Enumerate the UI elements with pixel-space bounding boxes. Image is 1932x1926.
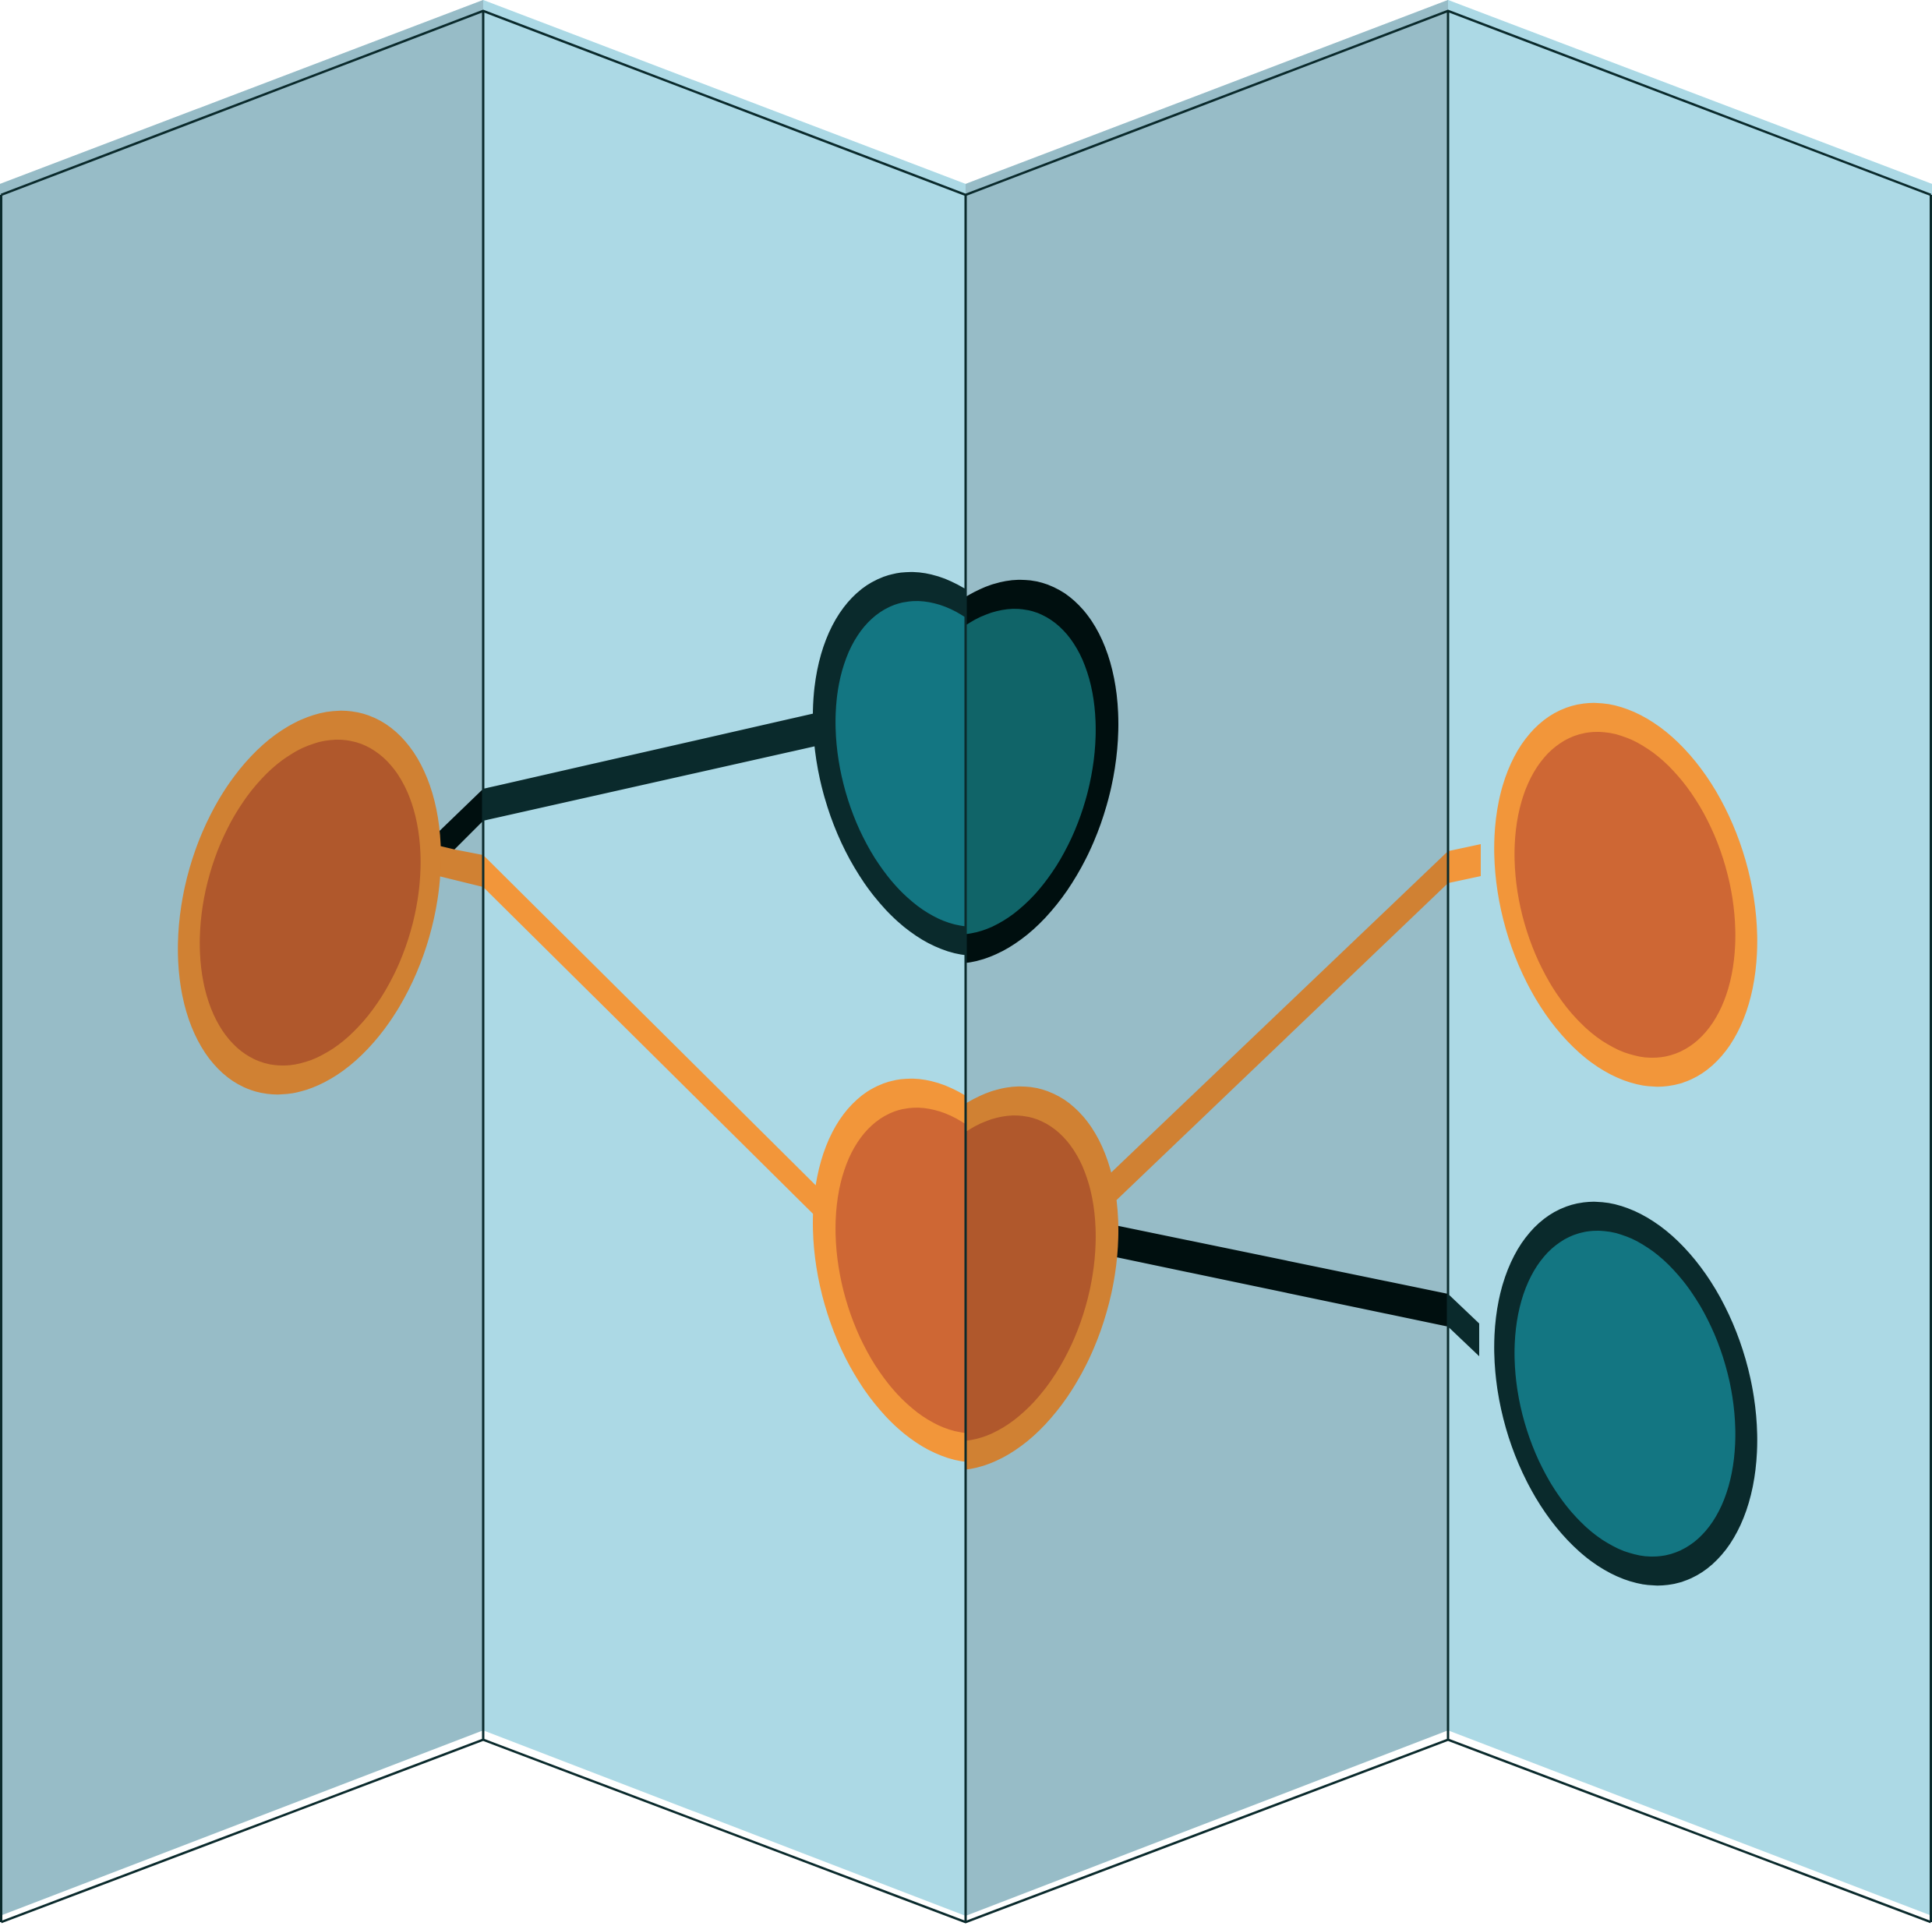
node-top-core-left bbox=[835, 601, 966, 927]
node-right-bottom-core bbox=[1514, 1231, 1736, 1557]
location-node-bottom-center bbox=[812, 1078, 1119, 1471]
route-orange-diagonal bbox=[483, 855, 820, 1221]
node-bottom-core-right bbox=[966, 1115, 1096, 1441]
node-right-top-core bbox=[1514, 732, 1736, 1058]
top-edge-strip-2 bbox=[483, 0, 966, 193]
route-orange-right-diagonal bbox=[1075, 851, 1448, 1239]
top-edge-strip-1 bbox=[0, 0, 483, 193]
route-black-left-segment bbox=[439, 789, 483, 863]
map-routes bbox=[439, 712, 1481, 1356]
location-node-right-bottom bbox=[1494, 1201, 1757, 1586]
route-black-right-stub bbox=[1448, 1294, 1479, 1356]
panel-3-fill bbox=[966, 0, 1448, 1916]
top-edge-strip-3 bbox=[966, 0, 1448, 193]
top-edge-strip-4 bbox=[1448, 0, 1932, 193]
route-orange-right-stub bbox=[1448, 844, 1481, 883]
panel-2-fill bbox=[483, 0, 966, 1916]
node-left-core bbox=[200, 740, 421, 1065]
node-top-core-right bbox=[966, 609, 1096, 935]
route-black-right-segment bbox=[1075, 1221, 1448, 1327]
location-node-left bbox=[178, 710, 441, 1095]
map-nodes bbox=[178, 571, 1757, 1586]
location-node-right-top bbox=[1494, 702, 1757, 1087]
route-black-top-segment bbox=[483, 712, 820, 821]
location-node-top-center bbox=[812, 571, 1119, 964]
node-bottom-core-left bbox=[835, 1108, 966, 1433]
route-orange-left-stub bbox=[439, 846, 483, 887]
